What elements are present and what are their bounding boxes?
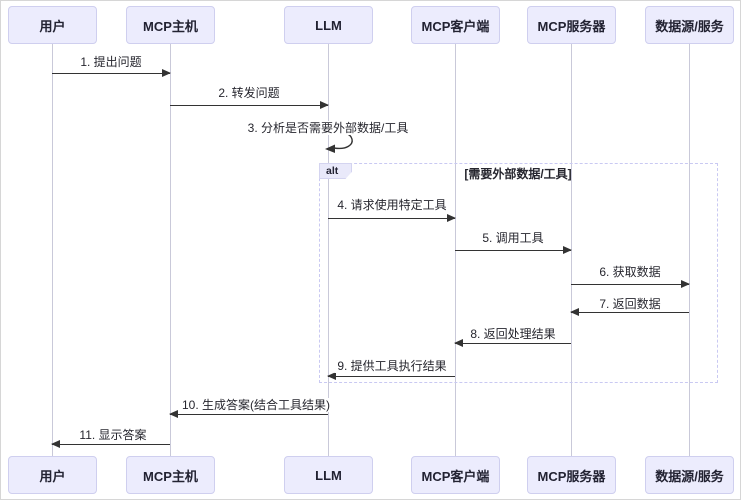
- arrowhead-right-icon: [563, 246, 572, 254]
- message-10-label: 10. 生成答案(结合工具结果): [178, 398, 334, 412]
- message-1-label: 1. 提出问题: [77, 55, 145, 69]
- message-7-arrow: [570, 308, 689, 316]
- message-2-arrow: [170, 101, 329, 109]
- actor-bottom-llm: LLM: [284, 456, 373, 494]
- lifeline-user: [52, 44, 53, 456]
- message-9-label: 9. 提供工具执行结果: [334, 359, 450, 373]
- alt-fragment-label: alt: [319, 163, 352, 179]
- actor-bottom-mcp-host: MCP主机: [126, 456, 215, 494]
- arrowhead-right-icon: [681, 280, 690, 288]
- lifeline-llm: [328, 44, 329, 456]
- alt-fragment-frame: [319, 163, 718, 383]
- actor-top-mcp-client: MCP客户端: [411, 6, 500, 44]
- lifeline-mcp-host: [170, 44, 171, 456]
- arrowhead-right-icon: [320, 101, 329, 109]
- message-2-label: 2. 转发问题: [215, 86, 283, 100]
- message-11-label: 11. 显示答案: [76, 428, 150, 442]
- arrowhead-right-icon: [447, 214, 456, 222]
- actor-top-mcp-host: MCP主机: [126, 6, 215, 44]
- message-5-arrow: [455, 246, 572, 254]
- message-5-label: 5. 调用工具: [479, 231, 547, 245]
- arrowhead-left-icon: [454, 339, 463, 347]
- message-3-label: 3. 分析是否需要外部数据/工具: [244, 121, 412, 135]
- arrowhead-left-icon: [51, 440, 60, 448]
- message-6-arrow: [571, 280, 690, 288]
- actor-top-data-source: 数据源/服务: [645, 6, 734, 44]
- actor-bottom-mcp-client: MCP客户端: [411, 456, 500, 494]
- actor-top-llm: LLM: [284, 6, 373, 44]
- message-8-arrow: [454, 339, 571, 347]
- message-10-arrow: [169, 410, 328, 418]
- alt-fragment-condition: [需要外部数据/工具]: [464, 167, 572, 181]
- actor-bottom-data-source: 数据源/服务: [645, 456, 734, 494]
- message-6-label: 6. 获取数据: [596, 265, 664, 279]
- actor-top-user: 用户: [8, 6, 97, 44]
- arrowhead-left-icon: [327, 372, 336, 380]
- actor-top-mcp-server: MCP服务器: [527, 6, 616, 44]
- arrowhead-right-icon: [162, 69, 171, 77]
- arrowhead-left-icon: [169, 410, 178, 418]
- message-7-label: 7. 返回数据: [596, 297, 664, 311]
- message-9-arrow: [327, 372, 455, 380]
- message-1-arrow: [52, 69, 171, 77]
- message-11-arrow: [51, 440, 170, 448]
- message-4-label: 4. 请求使用特定工具: [334, 198, 450, 212]
- message-4-arrow: [328, 214, 456, 222]
- actor-bottom-user: 用户: [8, 456, 97, 494]
- arrowhead-left-icon: [570, 308, 579, 316]
- lifeline-data-source: [689, 44, 690, 456]
- actor-bottom-mcp-server: MCP服务器: [527, 456, 616, 494]
- message-8-label: 8. 返回处理结果: [467, 327, 559, 341]
